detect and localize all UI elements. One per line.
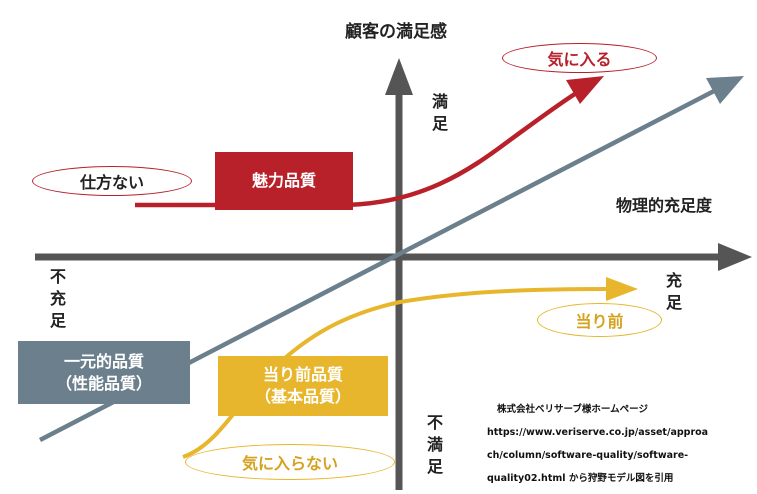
attractive-arrowhead [566, 76, 604, 104]
x-right-char: 足 [665, 293, 682, 312]
one-dimensional-quality-sublabel: （性能品質） [55, 373, 152, 393]
attractive-left-oval-label: 仕方ない [79, 173, 144, 192]
x-left-char: 不 [49, 267, 66, 286]
must-be-right-oval: 当り前 [537, 303, 662, 337]
x-axis-title: 物理的充足度 [616, 196, 713, 215]
must-be-quality-label: 当り前品質 [262, 365, 343, 385]
must-be-quality-sublabel: （基本品質） [254, 387, 351, 406]
y-top-char: 満 [431, 92, 448, 111]
citation-line: 株式会社ベリサーブ様ホームページ [497, 404, 648, 415]
y-axis-bottom-label: 不 満 足 [425, 412, 445, 478]
attractive-curve [135, 90, 580, 208]
one-dimensional-quality-label: 一元的品質 [63, 351, 144, 371]
attractive-quality-label: 魅力品質 [251, 171, 316, 191]
citation-line: ch/column/software-quality/software- [487, 450, 689, 461]
y-top-char: 足 [431, 114, 448, 133]
source-citation: 株式会社ベリサーブ様ホームページ https://www.veriserve.c… [487, 398, 757, 490]
must-be-quality-box: 当り前品質 （基本品質） [218, 356, 388, 416]
y-axis-top-label: 満 足 [430, 91, 450, 135]
must-be-left-oval: 気に入らない [185, 444, 395, 480]
attractive-left-oval: 仕方ない [32, 166, 192, 196]
attractive-right-oval: 気に入る [502, 43, 657, 73]
attractive-right-oval-label: 気に入る [547, 50, 612, 69]
y-bottom-char: 不 [426, 413, 443, 432]
must-be-arrowhead [606, 277, 638, 301]
x-axis-arrowhead [718, 243, 752, 271]
must-be-left-oval-label: 気に入らない [241, 454, 338, 473]
y-bottom-char: 満 [426, 435, 443, 454]
y-axis-arrowhead [385, 58, 413, 95]
y-axis-title: 顧客の満足感 [345, 22, 447, 42]
citation-line: https://www.veriserve.co.jp/asset/approa [487, 427, 709, 438]
must-be-right-oval-label: 当り前 [575, 312, 624, 331]
one-dimensional-quality-box: 一元的品質 （性能品質） [18, 341, 190, 404]
x-left-char: 充 [49, 289, 66, 308]
citation-line: quality02.html から狩野モデル図を引用 [487, 473, 674, 484]
x-left-char: 足 [49, 311, 66, 330]
attractive-quality-box: 魅力品質 [215, 152, 353, 210]
x-right-char: 充 [665, 271, 682, 290]
one-dimensional-arrowhead [706, 76, 744, 104]
x-axis-left-label: 不 充 足 [48, 266, 68, 332]
x-axis-right-label: 充 足 [664, 270, 684, 314]
y-bottom-char: 足 [426, 457, 443, 476]
